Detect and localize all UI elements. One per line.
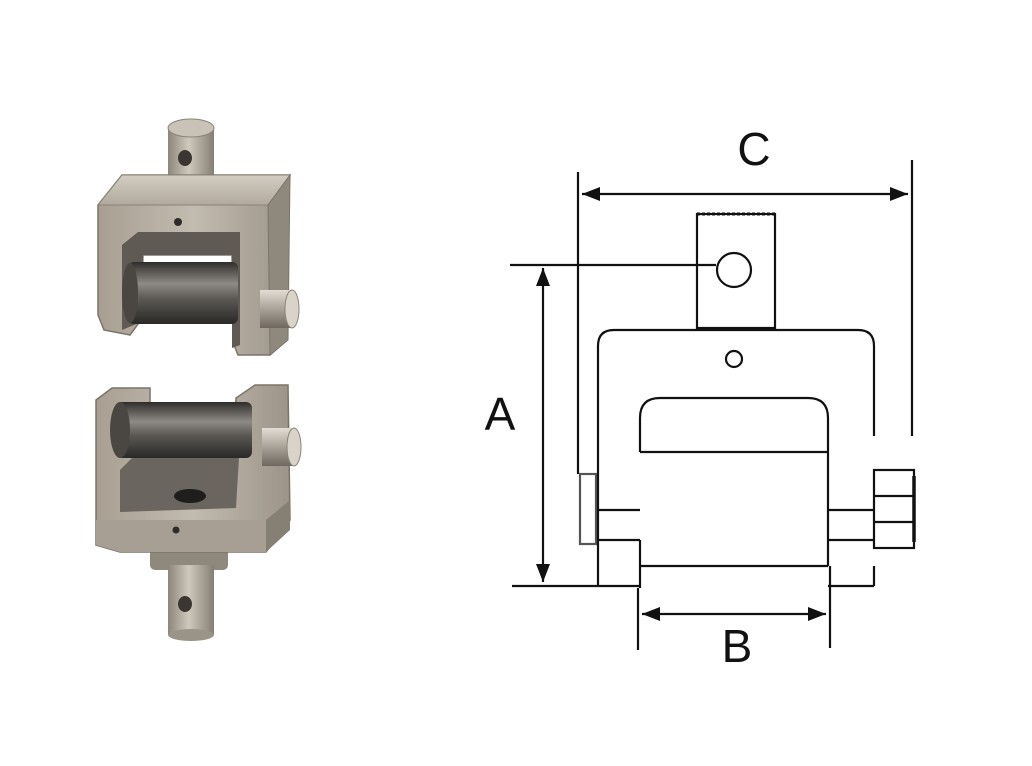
technical-drawing xyxy=(510,160,916,650)
lower-roller xyxy=(110,402,252,458)
upper-roller xyxy=(122,262,238,324)
label-b: B xyxy=(722,620,753,672)
upper-side-stub xyxy=(260,289,300,329)
lower-side-stub xyxy=(262,427,302,467)
drawing-left-cap xyxy=(578,472,598,546)
lower-pin xyxy=(150,548,228,641)
label-a: A xyxy=(485,388,516,440)
upper-grip xyxy=(96,118,300,357)
drawing-center-hole xyxy=(724,349,744,369)
drawing-pin-hole xyxy=(715,251,753,289)
drawing-outer-frame xyxy=(596,328,876,472)
dimension-c xyxy=(576,160,914,474)
dimension-b xyxy=(636,566,832,650)
label-c: C xyxy=(737,123,770,175)
dimension-a xyxy=(510,263,716,588)
drawing-roller-block xyxy=(638,396,830,566)
lower-grip xyxy=(95,384,302,641)
drawing-top-tab xyxy=(695,212,777,330)
drawing-right-nut xyxy=(872,468,916,550)
